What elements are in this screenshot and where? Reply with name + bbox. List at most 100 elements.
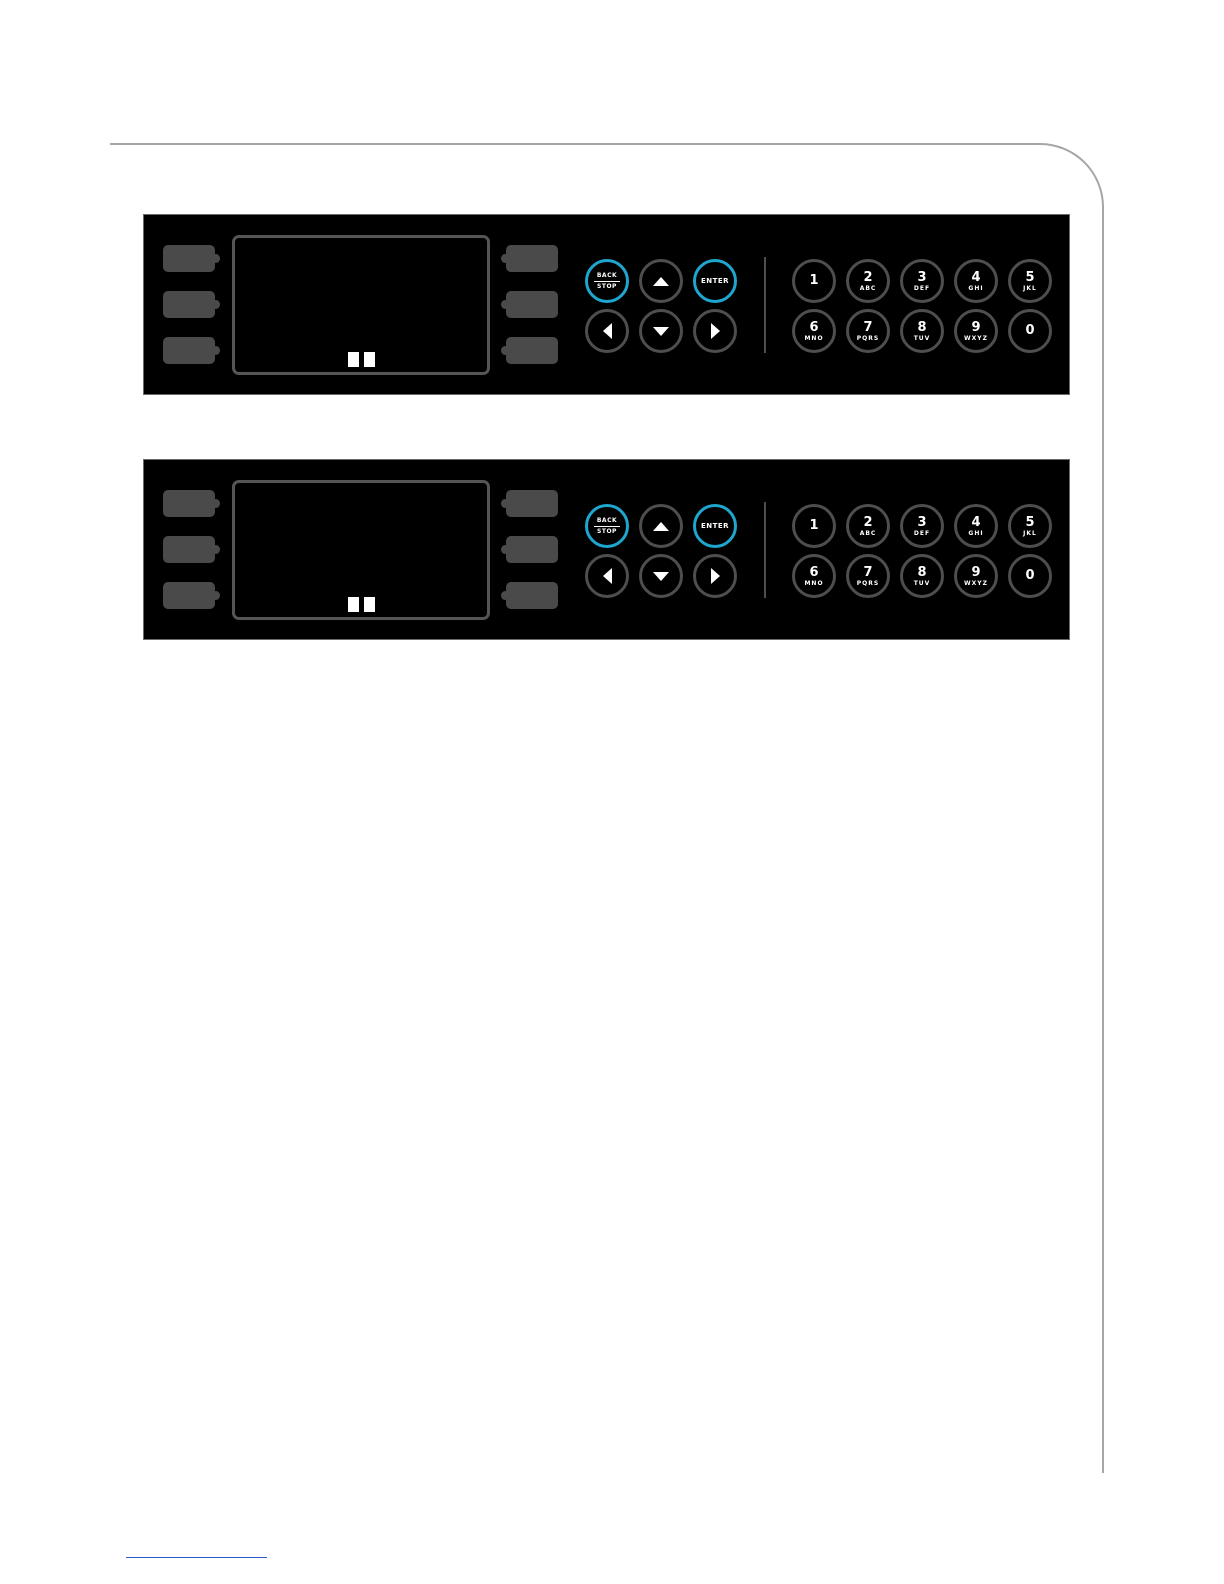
softkey-right-2[interactable] [506,536,558,563]
key-enter-label: ENTER [701,523,729,530]
softkey-right-1[interactable] [506,490,558,517]
key-digit-label: 8 [917,566,926,579]
key-enter-label: ENTER [701,278,729,285]
softkey-right-1[interactable] [506,245,558,272]
softkey-left-3[interactable] [163,337,215,364]
back-stop-button[interactable]: BACK STOP [585,504,629,548]
right-button[interactable] [693,309,737,353]
left-button[interactable] [585,554,629,598]
softkey-connector [212,254,220,263]
softkey-connector [501,499,509,508]
key-wordtop-label: BACK [597,273,617,279]
softkey-right-3[interactable] [506,337,558,364]
key-digit-label: 3 [917,516,926,529]
softkey-connector [501,254,509,263]
softkey-connector [212,499,220,508]
key-digit-label: 2 [863,271,872,284]
softkey-connector [212,591,220,600]
key-letters-label: MNO [804,581,823,587]
up-button[interactable] [639,259,683,303]
softkey-left-2[interactable] [163,291,215,318]
down-button[interactable] [639,309,683,353]
key-wordbot-label: STOP [597,284,617,290]
key-letters-label: WXYZ [964,336,988,342]
softkey-connector [501,346,509,355]
softkey-connector [212,300,220,309]
arrow-right-icon [711,568,720,584]
down-button[interactable] [639,554,683,598]
softkey-connector [212,545,220,554]
keypad-divider [764,502,766,598]
right-button[interactable] [693,554,737,598]
left-button[interactable] [585,309,629,353]
enter-button[interactable]: ENTER [693,504,737,548]
arrow-left-icon [603,323,612,339]
key-digit-label: 0 [1025,569,1034,582]
softkey-right-3[interactable] [506,582,558,609]
display-cursor-block [348,597,359,612]
softkey-left-2[interactable] [163,536,215,563]
lcd-display [232,480,490,620]
footer-link-underline [126,1557,267,1558]
back-stop-separator [594,526,620,527]
softkey-left-1[interactable] [163,245,215,272]
key-digit-label: 6 [809,566,818,579]
key-1[interactable]: 1 [792,259,836,303]
key-0[interactable]: 0 [1008,309,1052,353]
display-cursor-block [364,352,375,367]
key-digit-label: 4 [971,516,980,529]
key-1[interactable]: 1 [792,504,836,548]
up-button[interactable] [639,504,683,548]
key-wordbot-label: STOP [597,529,617,535]
softkey-connector [501,300,509,309]
key-letters-label: WXYZ [964,581,988,587]
key-letters-label: DEF [914,531,930,537]
softkey-connector [501,591,509,600]
key-digit-label: 5 [1025,516,1034,529]
key-digit-label: 4 [971,271,980,284]
key-digit-label: 9 [971,321,980,334]
arrow-up-icon [653,277,669,286]
key-digit-label: 3 [917,271,926,284]
key-letters-label: TUV [914,581,931,587]
softkey-left-3[interactable] [163,582,215,609]
softkey-left-1[interactable] [163,490,215,517]
key-digit-label: 1 [809,274,818,287]
key-digit-label: 6 [809,321,818,334]
key-wordtop-label: BACK [597,518,617,524]
lcd-display [232,235,490,375]
arrow-left-icon [603,568,612,584]
key-letters-label: JKL [1023,531,1037,537]
enter-button[interactable]: ENTER [693,259,737,303]
key-digit-label: 1 [809,519,818,532]
key-digit-label: 8 [917,321,926,334]
key-digit-label: 7 [863,566,872,579]
key-letters-label: JKL [1023,286,1037,292]
key-letters-label: ABC [860,531,877,537]
key-letters-label: TUV [914,336,931,342]
key-letters-label: DEF [914,286,930,292]
key-letters-label: PQRS [857,336,879,342]
softkey-right-2[interactable] [506,291,558,318]
key-0[interactable]: 0 [1008,554,1052,598]
back-stop-button[interactable]: BACK STOP [585,259,629,303]
key-letters-label: PQRS [857,581,879,587]
